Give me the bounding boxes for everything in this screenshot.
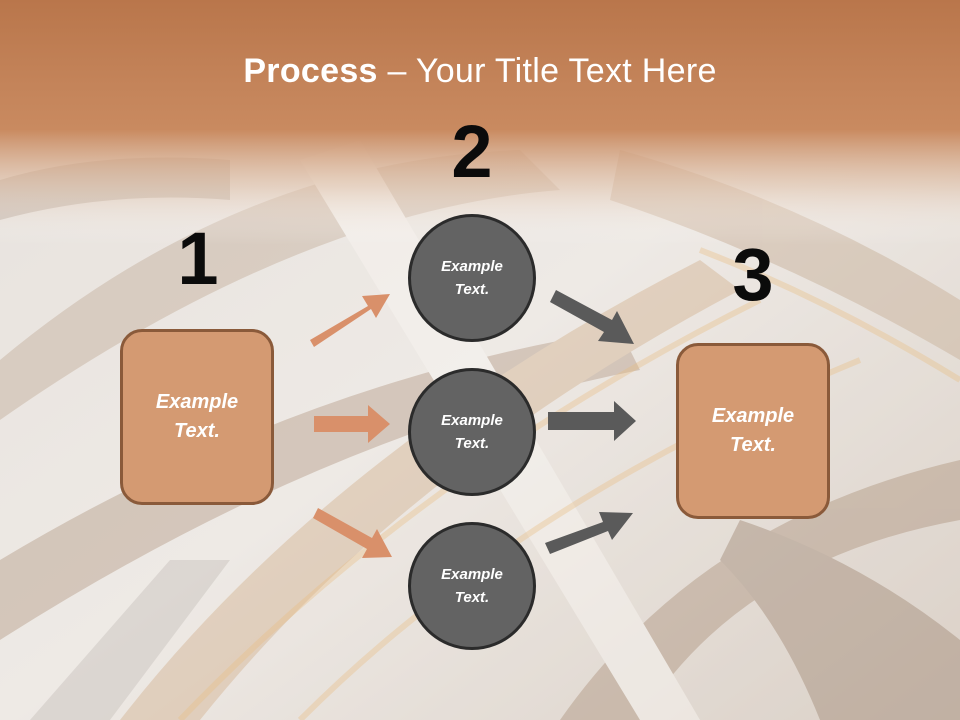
step-2-circle-top: Example Text. xyxy=(408,214,536,342)
step-1-box: Example Text. xyxy=(120,329,274,505)
step-number-2: 2 xyxy=(451,110,493,193)
title-rest: – Your Title Text Here xyxy=(377,52,717,90)
slide-title: Process – Your Title Text Here xyxy=(0,52,960,91)
step-2-circle-bottom-text: Example Text. xyxy=(441,566,503,606)
step-2-circle-top-text: Example Text. xyxy=(441,258,503,298)
step-number-1: 1 xyxy=(177,217,219,300)
step-1-text: Example Text. xyxy=(155,391,239,442)
step-3-box: Example Text. xyxy=(676,343,830,519)
step-2-circle-middle-text: Example Text. xyxy=(441,412,503,452)
step-2-circle-bottom: Example Text. xyxy=(408,522,536,650)
step-number-3: 3 xyxy=(732,233,774,316)
arrow-right-icon xyxy=(548,401,636,441)
arrow-right-icon xyxy=(314,405,390,443)
step-2-circle-middle: Example Text. xyxy=(408,368,536,496)
arrow-right-icon xyxy=(550,290,634,344)
title-bold: Process xyxy=(243,52,378,90)
arrow-right-icon xyxy=(313,508,392,558)
step-3-text: Example Text. xyxy=(711,405,795,456)
arrow-right-icon xyxy=(545,512,633,554)
arrow-right-icon xyxy=(310,294,390,347)
